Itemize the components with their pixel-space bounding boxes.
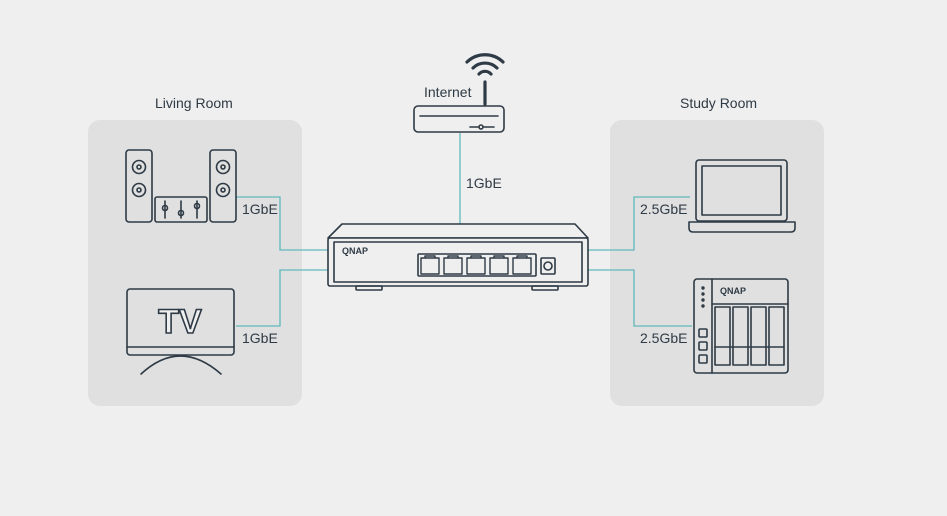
laptop-icon	[688, 159, 796, 233]
cable-tv	[236, 269, 330, 327]
cable-laptop	[588, 196, 690, 251]
link-speed-router: 1GbE	[466, 175, 502, 191]
cables	[236, 133, 692, 327]
tv-text: TV	[158, 303, 202, 341]
cable-speaker	[236, 196, 330, 251]
internet-label: Internet	[424, 84, 472, 100]
wifi-icon	[465, 53, 505, 106]
link-speed-laptop: 2.5GbE	[640, 201, 688, 217]
speaker-system-icon	[125, 149, 237, 223]
network-switch-icon	[327, 223, 589, 291]
link-speed-speaker: 1GbE	[242, 201, 278, 217]
cable-nas	[588, 269, 692, 327]
nas-brand-logo: QNAP	[720, 286, 746, 296]
router-icon	[413, 105, 505, 133]
switch-brand-logo: QNAP	[342, 246, 368, 256]
study-room-title: Study Room	[680, 95, 758, 111]
living-room-title: Living Room	[155, 95, 233, 111]
tv-icon	[126, 288, 235, 375]
link-speed-nas: 2.5GbE	[640, 330, 688, 346]
nas-icon	[693, 278, 789, 374]
link-speed-tv: 1GbE	[242, 330, 278, 346]
